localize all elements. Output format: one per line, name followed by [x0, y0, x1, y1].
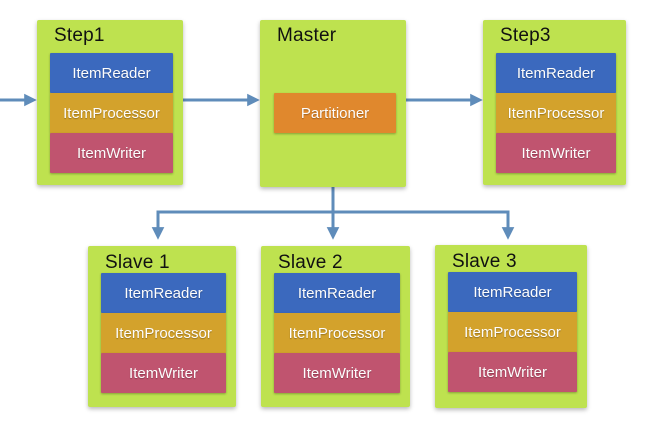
slave3-itemprocessor-box: ItemProcessor	[448, 312, 577, 352]
step1-itemprocessor-box: ItemProcessor	[50, 93, 173, 133]
node-slave2: Slave 2 ItemReader ItemProcessor ItemWri…	[261, 246, 410, 407]
node-step1-stack: ItemReader ItemProcessor ItemWriter	[50, 53, 173, 173]
step1-itemwriter-box: ItemWriter	[50, 133, 173, 173]
slave1-itemreader-box: ItemReader	[101, 273, 226, 313]
node-slave1-stack: ItemReader ItemProcessor ItemWriter	[101, 273, 226, 393]
node-master: Master Partitioner	[260, 20, 406, 187]
arrows-master-to-slave1-and-slave3	[151, 210, 515, 240]
node-slave3-title: Slave 3	[452, 251, 517, 272]
node-slave2-stack: ItemReader ItemProcessor ItemWriter	[274, 273, 400, 393]
master-partitioner-box: Partitioner	[274, 93, 396, 133]
slave2-itemreader-box: ItemReader	[274, 273, 400, 313]
node-slave1: Slave 1 ItemReader ItemProcessor ItemWri…	[88, 246, 236, 407]
node-slave2-title: Slave 2	[278, 252, 343, 273]
slave1-itemprocessor-box: ItemProcessor	[101, 313, 226, 353]
slave2-itemwriter-box: ItemWriter	[274, 353, 400, 393]
node-master-title: Master	[277, 25, 337, 46]
slave1-itemwriter-box: ItemWriter	[101, 353, 226, 393]
node-slave3-stack: ItemReader ItemProcessor ItemWriter	[448, 272, 577, 392]
step3-itemwriter-box: ItemWriter	[496, 133, 616, 173]
slave3-itemreader-box: ItemReader	[448, 272, 577, 312]
node-slave3: Slave 3 ItemReader ItemProcessor ItemWri…	[435, 245, 587, 408]
node-step3-title: Step3	[500, 25, 551, 46]
node-step3: Step3 ItemReader ItemProcessor ItemWrite…	[483, 20, 626, 185]
step3-itemprocessor-box: ItemProcessor	[496, 93, 616, 133]
slave2-itemprocessor-box: ItemProcessor	[274, 313, 400, 353]
step1-itemreader-box: ItemReader	[50, 53, 173, 93]
slave3-itemwriter-box: ItemWriter	[448, 352, 577, 392]
node-slave1-title: Slave 1	[105, 252, 170, 273]
node-step1-title: Step1	[54, 25, 105, 46]
node-step3-stack: ItemReader ItemProcessor ItemWriter	[496, 53, 616, 173]
step3-itemreader-box: ItemReader	[496, 53, 616, 93]
node-step1: Step1 ItemReader ItemProcessor ItemWrite…	[37, 20, 183, 185]
